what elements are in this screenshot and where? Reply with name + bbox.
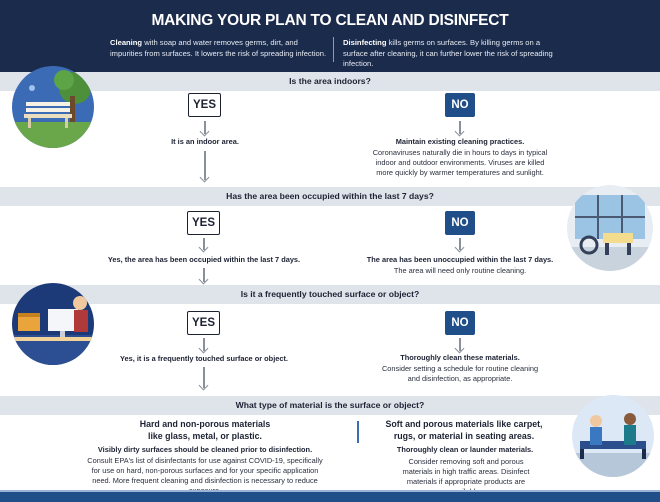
yes-box-2: YES — [187, 211, 220, 235]
material-separator — [357, 421, 359, 443]
cleaning-text: with soap and water removes germs, dirt,… — [110, 38, 327, 58]
yes-box-1: YES — [188, 93, 221, 117]
arrow-yes-1a — [204, 121, 206, 134]
step2-no-text: The area will need only routine cleaning… — [393, 266, 527, 275]
disinfecting-text: kills germs on surfaces. By killing germ… — [343, 38, 553, 68]
footer-accent-line — [0, 490, 660, 492]
step1-yes-text: It is an indoor area. — [171, 137, 239, 146]
park-bench-illustration — [12, 66, 94, 148]
step4-right-title: Soft and porous materials like carpet, r… — [385, 419, 543, 441]
question-2: Has the area been occupied within the la… — [226, 191, 434, 201]
no-box-3: NO — [445, 311, 475, 335]
step4-right-sub: Thoroughly clean or launder materials. — [396, 445, 534, 454]
arrow-yes-1b — [204, 151, 206, 180]
question-band-1: Is the area indoors? — [0, 72, 660, 91]
yes-box-3: YES — [187, 311, 220, 335]
page-title: MAKING YOUR PLAN TO CLEAN AND DISINFECT — [151, 12, 509, 29]
question-3: Is it a frequently touched surface or ob… — [240, 289, 420, 299]
no-box-1: NO — [445, 93, 475, 117]
arrow-yes-3a — [203, 338, 205, 351]
header-divider — [333, 37, 334, 62]
cleaning-term: Cleaning — [110, 38, 143, 47]
disinfecting-definition: Disinfecting kills germs on surfaces. By… — [343, 38, 565, 70]
step1-no-text: Coronaviruses naturally die in hours to … — [372, 148, 548, 177]
step4-left-sub: Visibly dirty surfaces should be cleaned… — [97, 445, 313, 454]
question-band-2: Has the area been occupied within the la… — [0, 187, 660, 206]
arrow-no-3 — [459, 338, 461, 351]
question-1: Is the area indoors? — [289, 76, 371, 86]
step3-yes-text: Yes, it is a frequently touched surface … — [120, 354, 288, 363]
question-4: What type of material is the surface or … — [235, 400, 425, 410]
step2-no-title: The area has been unoccupied within the … — [366, 255, 554, 264]
arrow-no-1 — [459, 121, 461, 134]
header-banner: MAKING YOUR PLAN TO CLEAN AND DISINFECT … — [0, 0, 660, 72]
question-band-4: What type of material is the surface or … — [0, 396, 660, 415]
waiting-room-illustration — [572, 395, 654, 477]
gym-window-illustration — [567, 185, 653, 271]
cleaning-definition: Cleaning with soap and water removes ger… — [110, 38, 332, 59]
question-band-3: Is it a frequently touched surface or ob… — [0, 285, 660, 304]
arrow-no-2 — [459, 238, 461, 250]
step4-left-title: Hard and non-porous materials like glass… — [139, 419, 271, 441]
no-box-2: NO — [445, 211, 475, 235]
arrow-yes-3b — [203, 367, 205, 388]
step3-no-text: Consider setting a schedule for routine … — [381, 364, 539, 383]
arrow-yes-2a — [203, 238, 205, 250]
step2-yes-text: Yes, the area has been occupied within t… — [107, 255, 301, 264]
footer-bar — [0, 492, 660, 502]
step1-no-title: Maintain existing cleaning practices. — [395, 137, 525, 146]
arrow-yes-2b — [203, 268, 205, 282]
office-desk-illustration — [12, 283, 94, 365]
step3-no-title: Thoroughly clean these materials. — [400, 353, 520, 362]
disinfecting-term: Disinfecting — [343, 38, 387, 47]
